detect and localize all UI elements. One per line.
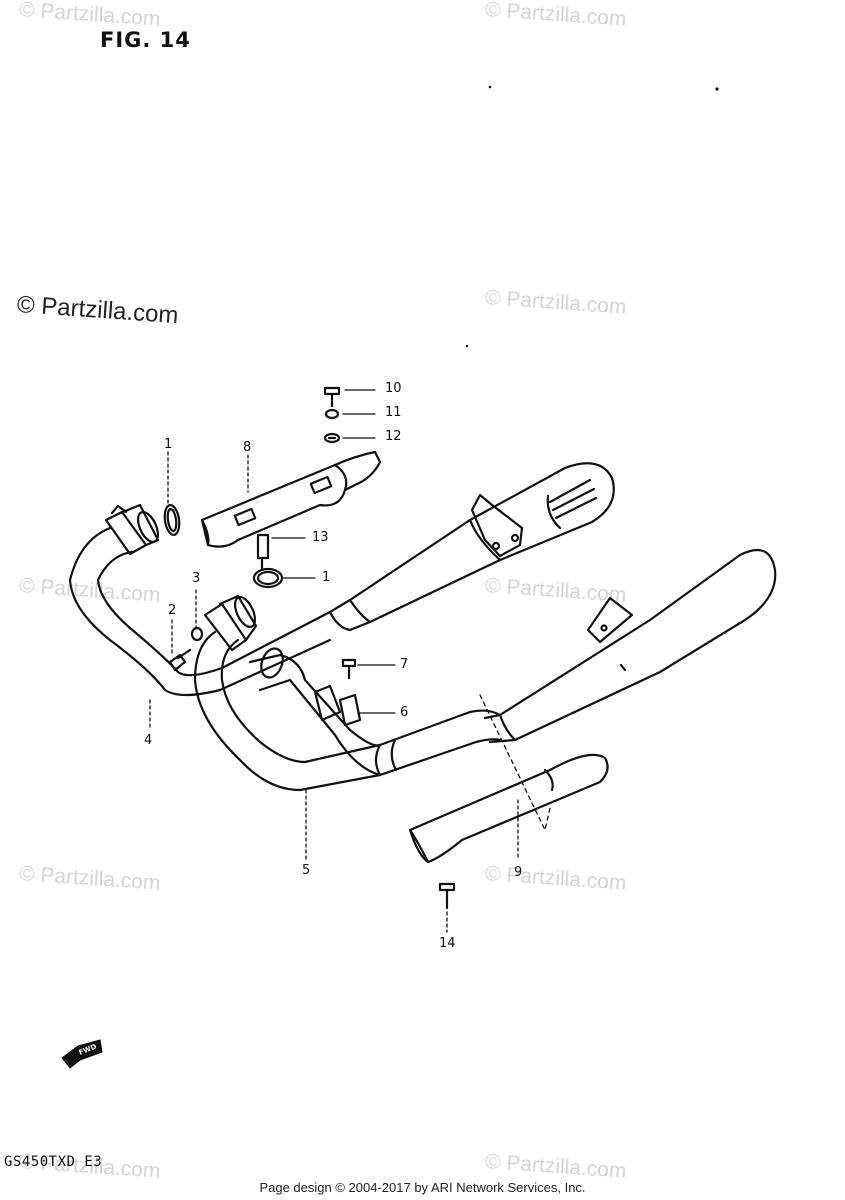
callout-14: 14	[439, 936, 456, 951]
leader-lines	[149, 389, 551, 933]
fwd-arrow-icon	[61, 1039, 103, 1069]
heat-shield-9	[408, 753, 609, 864]
callout-7: 7	[400, 657, 409, 672]
callout-6: 6	[400, 705, 409, 720]
callout-1-second: 1	[322, 570, 331, 585]
rear-muffler	[328, 462, 615, 632]
front-muffler	[483, 548, 777, 744]
exhaust-pipe-5	[193, 594, 502, 792]
heat-shield-8	[200, 450, 382, 548]
callout-12: 12	[385, 429, 402, 444]
callout-9: 9	[514, 865, 523, 880]
washer-3	[190, 626, 204, 642]
washer-12	[323, 432, 341, 444]
bolt-7	[341, 658, 357, 680]
callout-2: 2	[168, 603, 177, 618]
gasket-1a	[163, 504, 181, 536]
callout-4: 4	[144, 733, 153, 748]
callout-11: 11	[385, 405, 402, 420]
callout-13: 13	[312, 530, 329, 545]
model-code: GS450TXD E3	[4, 1154, 103, 1170]
callout-5: 5	[302, 863, 311, 878]
bolt-14	[438, 882, 456, 910]
callout-8: 8	[243, 440, 252, 455]
callout-3: 3	[192, 571, 201, 586]
page-credit: Page design © 2004-2017 by ARI Network S…	[259, 1180, 586, 1195]
screw-10	[323, 386, 341, 408]
figure-title: FIG. 14	[100, 28, 191, 52]
callout-10: 10	[385, 381, 402, 396]
exhaust-pipe-4	[68, 503, 332, 697]
clamp-13	[256, 533, 270, 570]
washer-11	[324, 408, 340, 420]
bolt-2	[168, 648, 192, 672]
callout-1: 1	[164, 437, 173, 452]
